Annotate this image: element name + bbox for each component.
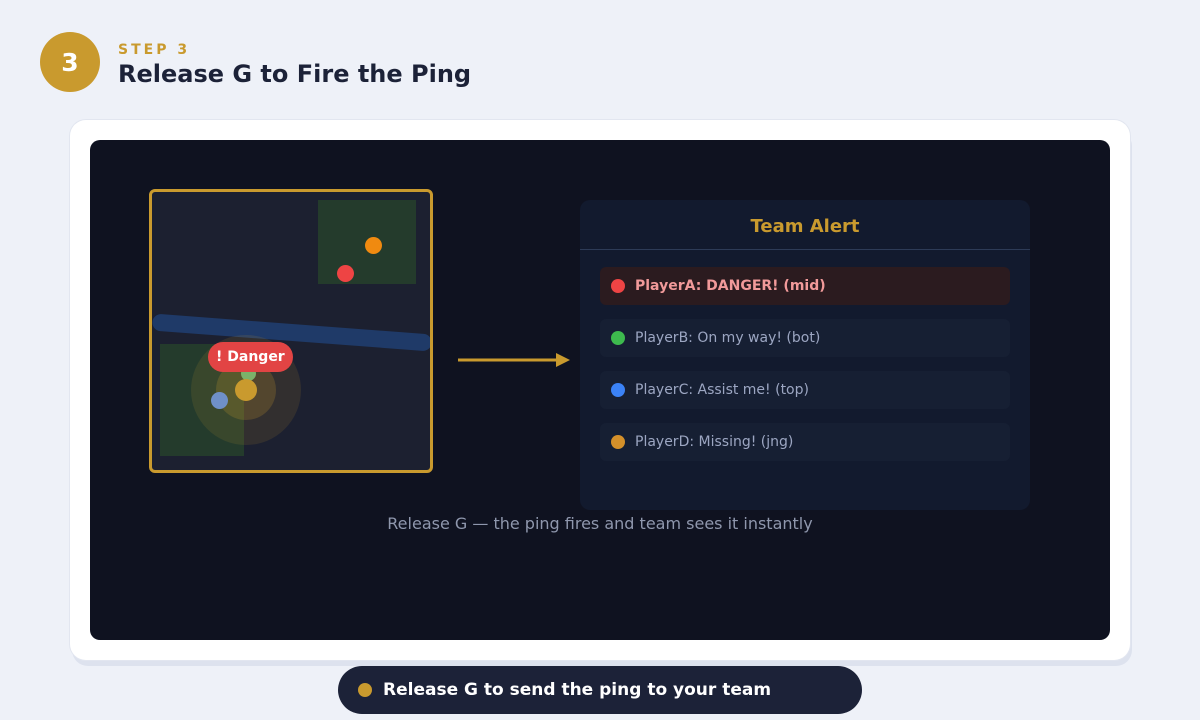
status-dot-icon [611,435,625,449]
ally-marker-blue [211,392,228,409]
status-dot-icon [611,331,625,345]
screen-caption: Release G — the ping fires and team sees… [387,514,813,533]
dot-icon [358,683,372,697]
alert-item-text: PlayerC: Assist me! (top) [635,382,809,398]
alert-item-text: PlayerB: On my way! (bot) [635,330,821,346]
enemy-marker-red [337,265,354,282]
ping-center-icon [235,379,257,401]
alert-item-text: PlayerD: Missing! (jng) [635,434,794,450]
status-dot-icon [611,279,625,293]
minimap[interactable]: ! Danger [149,189,433,473]
team-alert-title: Team Alert [750,216,860,237]
step-number-badge: 3 [40,32,100,92]
alert-item-playerd: PlayerD: Missing! (jng) [600,423,1010,461]
hint-pill: Release G to send the ping to your team [338,666,862,714]
team-alert-panel: Team Alert PlayerA: DANGER! (mid) Player… [580,200,1030,510]
alert-item-playerc: PlayerC: Assist me! (top) [600,371,1010,409]
step-label: STEP 3 [118,42,191,58]
hint-text: Release G to send the ping to your team [383,680,772,700]
tutorial-card: ! Danger Team Alert PlayerA: DANGER! (mi… [70,120,1130,660]
alert-item-playerb: PlayerB: On my way! (bot) [600,319,1010,357]
game-screen: ! Danger Team Alert PlayerA: DANGER! (mi… [90,140,1110,640]
alert-item-playera: PlayerA: DANGER! (mid) [600,267,1010,305]
step-title: Release G to Fire the Ping [118,60,472,88]
alert-item-text: PlayerA: DANGER! (mid) [635,278,826,294]
danger-ping-tag: ! Danger [208,342,293,372]
enemy-marker-orange [365,237,382,254]
divider [580,249,1030,250]
arrow-right-icon [458,353,570,367]
status-dot-icon [611,383,625,397]
